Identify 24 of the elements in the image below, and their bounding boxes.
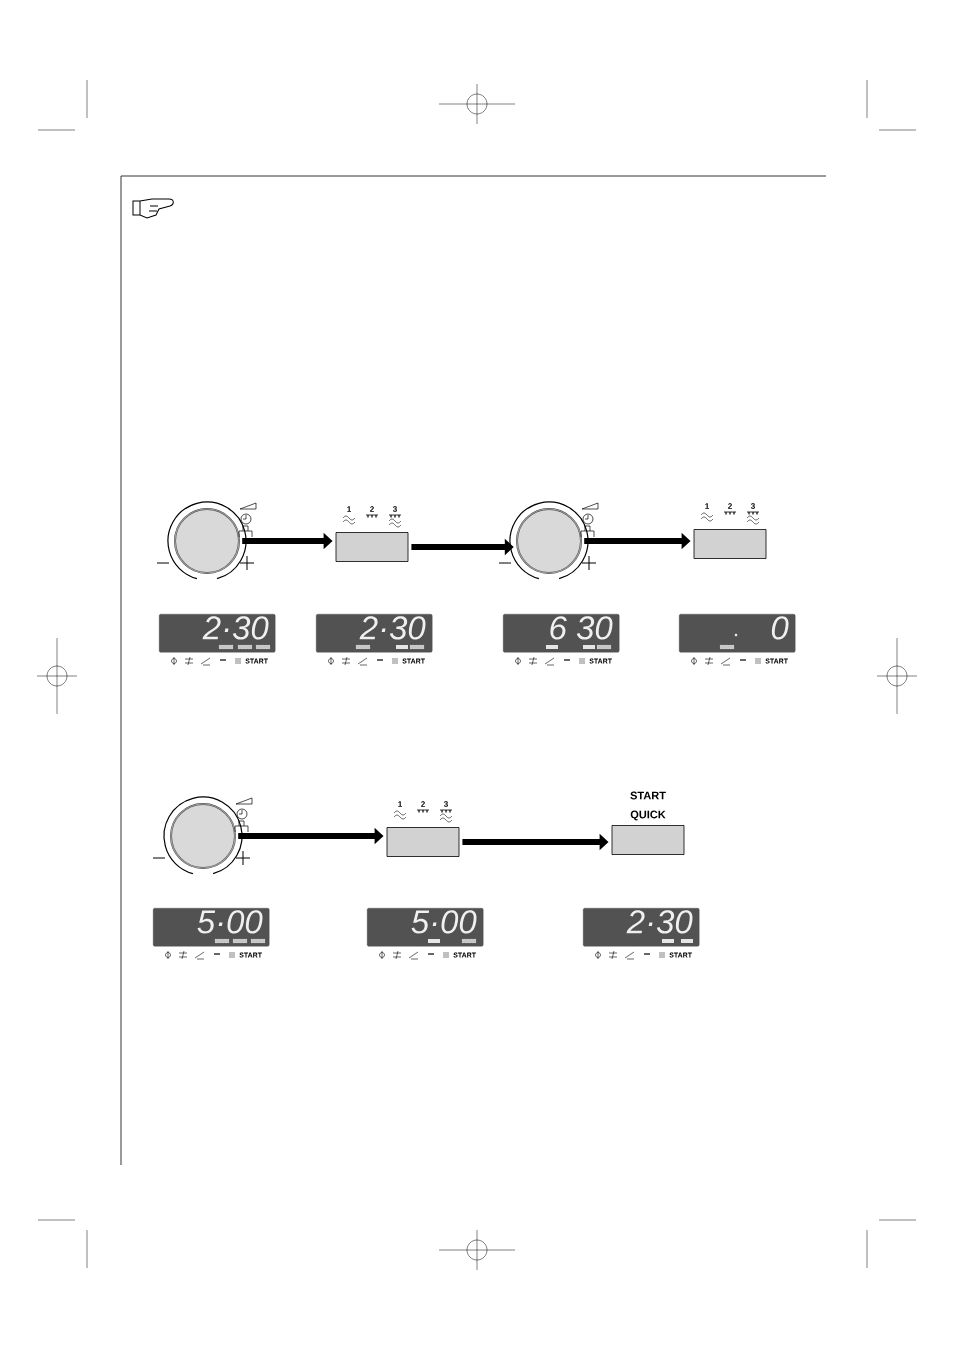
- button-label: 3: [392, 506, 397, 512]
- control-knob: [156, 501, 257, 580]
- led-display: 0: [679, 614, 796, 653]
- led-display: 2·30: [159, 614, 276, 653]
- quick-start-button: [611, 825, 685, 855]
- button-label: 3: [443, 801, 448, 807]
- button-label: 1: [705, 503, 709, 509]
- led-display: 5·00: [367, 908, 484, 947]
- program-button: [335, 532, 409, 562]
- led-display: 2·30: [316, 614, 433, 653]
- button-label: 2: [421, 801, 425, 807]
- led-display: 6 30: [503, 614, 620, 653]
- led-display: 2·30: [583, 908, 700, 947]
- program-button: [386, 827, 460, 857]
- button-label: 3: [750, 503, 755, 509]
- button-label: 1: [398, 801, 402, 807]
- button-label: START QUICK: [630, 791, 666, 821]
- button-label: 2: [370, 506, 374, 512]
- button-label: 2: [728, 503, 732, 509]
- button-label: 1: [347, 506, 351, 512]
- control-knob: [498, 501, 599, 580]
- program-button: [693, 529, 767, 559]
- led-display: 5·00: [153, 908, 270, 947]
- control-knob: [152, 796, 253, 875]
